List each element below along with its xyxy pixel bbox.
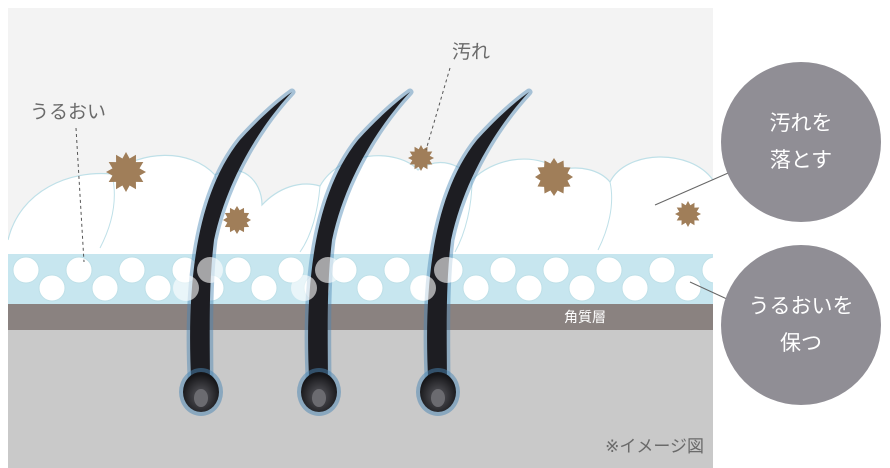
- moisture-bubble: [91, 274, 119, 302]
- moisture-bubble: [515, 274, 543, 302]
- moisture-bubble: [648, 256, 676, 284]
- moisture-bubble: [38, 274, 66, 302]
- hair: [173, 88, 296, 416]
- moisture-bubble: [65, 256, 93, 284]
- moisture-bubble: [674, 274, 702, 302]
- moisture-bubble: [568, 274, 596, 302]
- moisture-bubble: [356, 274, 384, 302]
- dirt-particle: [535, 158, 573, 196]
- moisture-label: うるおい: [30, 101, 106, 123]
- dirt-particle: [106, 152, 146, 192]
- remove-dirt-line1: 汚れを: [770, 111, 833, 135]
- hair: [291, 88, 414, 416]
- hair-papilla: [431, 389, 445, 407]
- remove-dirt-connector: [654, 169, 736, 206]
- dirt-label: 汚れ: [452, 41, 490, 63]
- keep-moisture-line2: 保つ: [780, 331, 822, 355]
- dirt-particles: [106, 145, 701, 234]
- dirt-leader-line: [425, 67, 451, 151]
- remove-dirt-callout: [721, 62, 881, 222]
- dirt-particle: [675, 201, 701, 227]
- moisture-bubble: [595, 256, 623, 284]
- dirt-particle: [408, 145, 434, 171]
- hair-shaft: [190, 92, 292, 395]
- moisture-bubble: [224, 256, 252, 284]
- moisture-bubble: [542, 256, 570, 284]
- moisture-bubble: [118, 256, 146, 284]
- hair-shaft: [427, 92, 529, 395]
- dirt-particle: [223, 206, 251, 234]
- stratum-corneum-label: 角質層: [564, 310, 606, 326]
- moisture-bubble: [383, 256, 411, 284]
- moisture-bubble: [462, 274, 490, 302]
- moisture-bubble: [250, 274, 278, 302]
- moisture-bubble-overlay: [291, 275, 317, 301]
- skin-layer: [8, 330, 713, 468]
- hair: [410, 88, 533, 416]
- illustration-note: ※イメージ図: [605, 437, 704, 457]
- hair-papilla: [312, 389, 326, 407]
- moisture-leader-line: [75, 127, 85, 263]
- moisture-bubble: [489, 256, 517, 284]
- moisture-bubble: [701, 256, 713, 284]
- hairs: [173, 88, 533, 416]
- moisture-bubble: [621, 274, 649, 302]
- hair-shaft: [308, 92, 410, 395]
- moisture-bubble: [144, 274, 172, 302]
- moisture-bubble: [12, 256, 40, 284]
- remove-dirt-line2: 落とす: [770, 148, 832, 172]
- foam-cloud: [8, 155, 713, 262]
- moisture-bubble-overlay: [173, 275, 199, 301]
- moisture-bubble-overlay: [410, 275, 436, 301]
- keep-moisture-line1: うるおいを: [749, 294, 854, 318]
- hair-papilla: [194, 389, 208, 407]
- moisture-bubble-overlay: [197, 257, 223, 283]
- keep-moisture-callout: [721, 245, 881, 405]
- moisture-bubble: [277, 256, 305, 284]
- moisture-bubble-overlay: [434, 257, 460, 283]
- stratum-corneum-band: [8, 304, 713, 330]
- moisture-bubble-overlay: [315, 257, 341, 283]
